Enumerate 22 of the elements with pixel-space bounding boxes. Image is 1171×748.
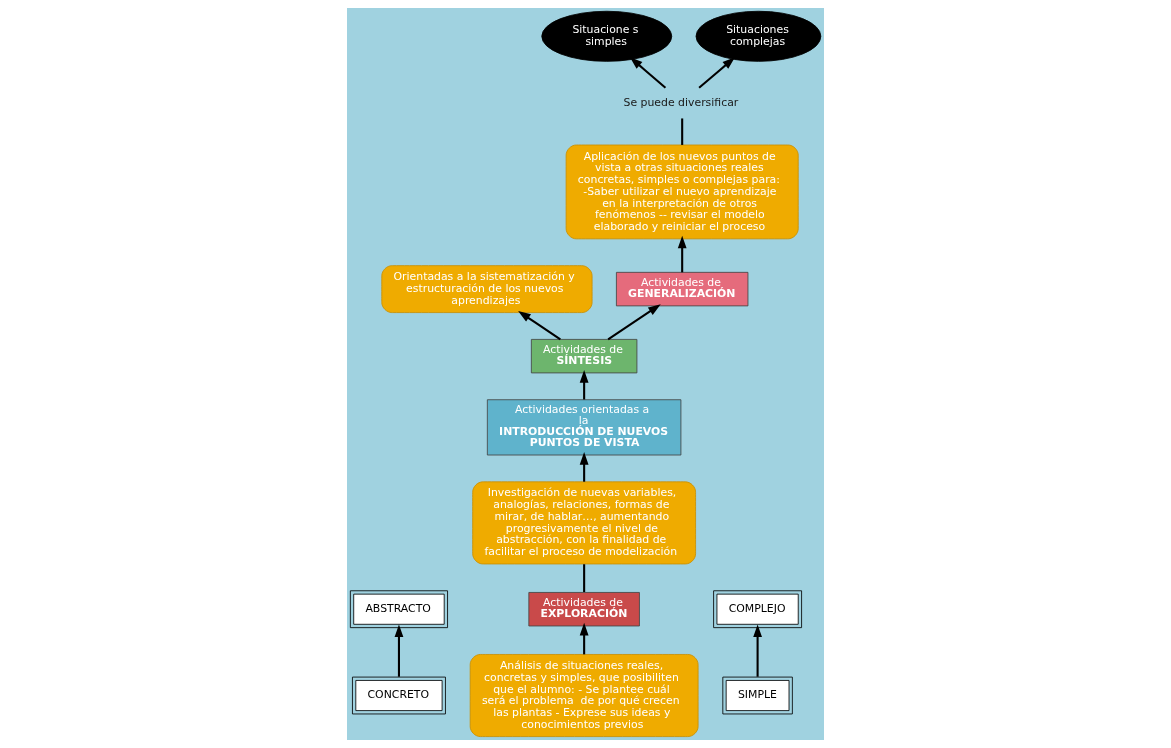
node-ellipse: Situaciones complejas <box>695 10 822 62</box>
connector <box>583 564 586 593</box>
node-text: Se puede diversificar <box>623 95 739 109</box>
arrow <box>518 310 561 341</box>
arrow <box>579 452 589 482</box>
connector <box>681 118 684 145</box>
arrow <box>579 622 589 655</box>
node-box: Investigación de nuevas variables, analogías, relaciones, formas de mirar, de hablar…, aumentando progresivamente el nivel de abstracción, con la finalidad de facilitar el proceso de modelización <box>472 481 696 565</box>
arrow <box>394 624 404 677</box>
node-box: Orientadas a la sistematización y estructuración de los nuevos aprendizajes <box>381 265 593 313</box>
arrow <box>677 235 687 273</box>
node-box: Actividades de SÍNTESIS <box>530 338 638 374</box>
node-box: Análisis de situaciones reales, concretas y simples, que posibiliten que el alumno: - Se plantee cuál será el problema de por qué crecen las plantas - Exprese sus ideas y conocimientos previos <box>469 654 699 737</box>
node-box: Actividades de EXPLORACIÓN <box>528 592 640 627</box>
node-box: Actividades de GENERALIZACIÓN <box>616 271 749 307</box>
node-box: Actividades orientadas a la INTRODUCCIÓN DE NUEVOS PUNTOS DE VISTA <box>486 399 682 456</box>
node-box: Aplicación de los nuevos puntos de vista a otras situaciones reales concretas, simples o complejas para: -Saber utilizar el nuevo aprendizaje en la interpretación de otros fenómenos -- revisar el modelo elaborado y reiniciar el proceso <box>565 144 799 240</box>
arrow <box>629 57 667 89</box>
arrow <box>698 57 735 89</box>
node-ellipse: Situacione s simples <box>541 10 673 62</box>
arrow <box>753 624 762 677</box>
arrow <box>607 304 661 341</box>
